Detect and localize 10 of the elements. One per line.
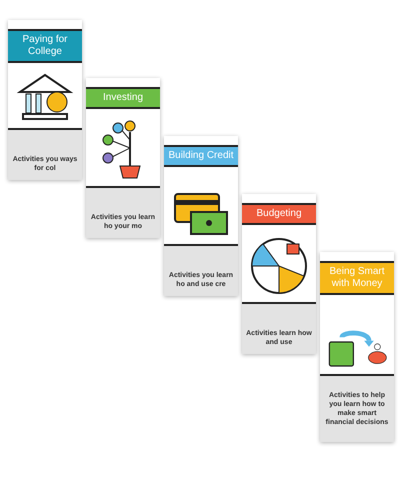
card-title: Being Smart with Money xyxy=(320,261,394,295)
card-title: Paying for College xyxy=(8,29,82,63)
activity-card xyxy=(164,136,238,296)
activity-card xyxy=(8,20,82,180)
card-title: Budgeting xyxy=(242,203,316,225)
card-title: Investing xyxy=(86,87,160,109)
card-title: Building Credit xyxy=(164,145,238,167)
activity-card xyxy=(86,78,160,238)
activity-card xyxy=(320,252,394,442)
activity-card xyxy=(242,194,316,354)
